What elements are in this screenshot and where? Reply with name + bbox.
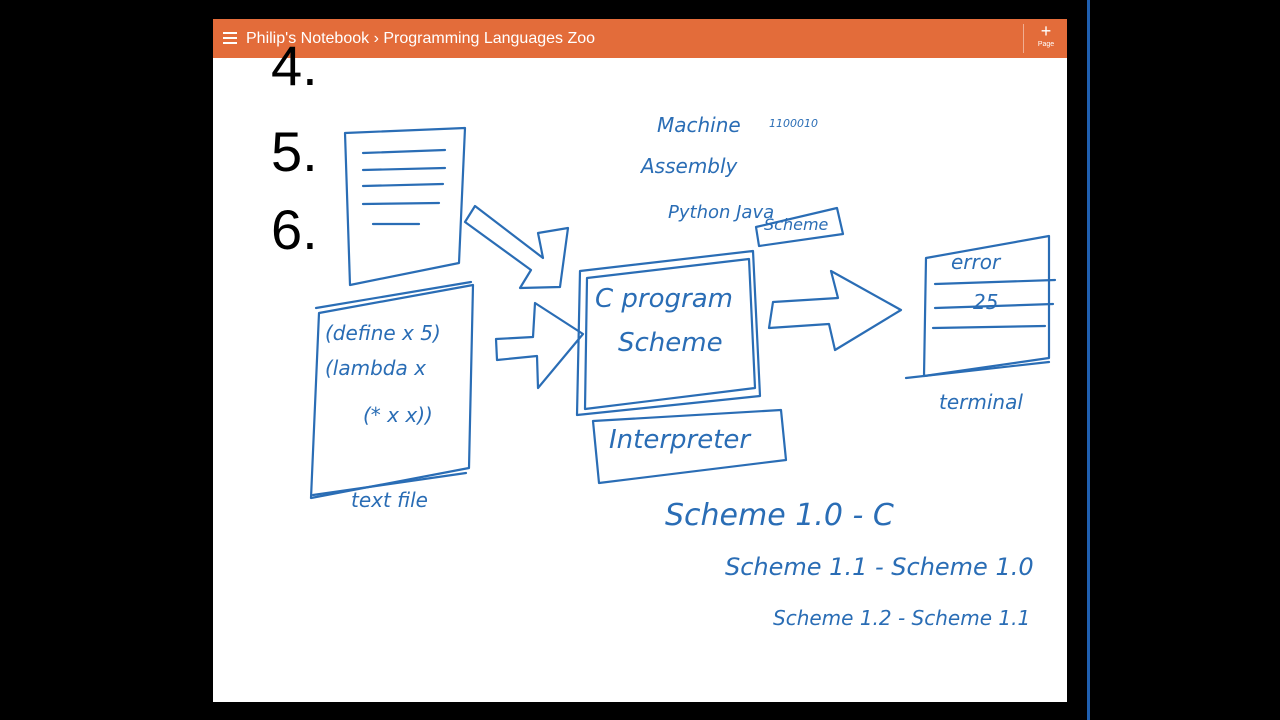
code-file-sketch	[309, 283, 475, 500]
arrow-box-to-terminal	[767, 269, 903, 352]
top-word: Python Java	[668, 202, 775, 223]
onenote-window: Philip's Notebook › Programming Language…	[213, 19, 1067, 702]
scheme-label-box	[754, 206, 845, 248]
title-bar: Philip's Notebook › Programming Language…	[213, 19, 1067, 58]
code-line: (define x 5)	[325, 321, 441, 345]
breadcrumb-section[interactable]: Programming Languages Zoo	[383, 30, 596, 47]
list-number: 6.	[271, 198, 318, 261]
top-word: Assembly	[641, 154, 738, 178]
breadcrumb: Philip's Notebook › Programming Language…	[246, 19, 595, 58]
interpreter-label-box	[591, 408, 788, 485]
document-sketch	[343, 126, 467, 287]
interpreter-box-sketch	[575, 249, 762, 417]
breadcrumb-separator: ›	[373, 30, 379, 47]
hamburger-icon	[223, 32, 237, 44]
add-page-label: Page	[1037, 41, 1055, 48]
top-small: 1100010	[769, 117, 818, 130]
toolbar-divider	[1023, 24, 1024, 53]
plus-icon: +	[1040, 21, 1052, 41]
code-line: (lambda x	[325, 356, 426, 380]
arrow-doc-to-box	[463, 204, 570, 290]
list-number: 5.	[271, 120, 318, 183]
menu-button[interactable]	[221, 27, 239, 49]
version-line: Scheme 1.0 - C	[665, 498, 894, 533]
list-number: 4.	[271, 34, 318, 97]
breadcrumb-notebook[interactable]: Philip's Notebook	[246, 30, 370, 47]
version-line: Scheme 1.1 - Scheme 1.0	[725, 553, 1034, 581]
top-word: Machine	[657, 113, 741, 137]
arrow-file-to-box	[494, 301, 585, 390]
add-page-button[interactable]: + Page	[1031, 22, 1061, 55]
center-line: C program	[595, 284, 733, 314]
source-label: text file	[351, 488, 428, 512]
page-canvas[interactable]: 4. 5. 6. (	[213, 38, 1067, 702]
window-edge	[1087, 0, 1090, 720]
terminal-label: terminal	[939, 390, 1023, 414]
terminal-sketch	[922, 234, 1051, 378]
terminal-line: 25	[973, 290, 999, 314]
terminal-line: error	[951, 250, 1001, 274]
interpreter-label: Interpreter	[609, 425, 751, 455]
version-line: Scheme 1.2 - Scheme 1.1	[773, 606, 1031, 630]
ink-drawing	[309, 126, 1057, 500]
center-line: Scheme	[618, 328, 723, 358]
code-line: (* x x))	[363, 403, 433, 427]
top-word: Scheme	[764, 215, 829, 234]
